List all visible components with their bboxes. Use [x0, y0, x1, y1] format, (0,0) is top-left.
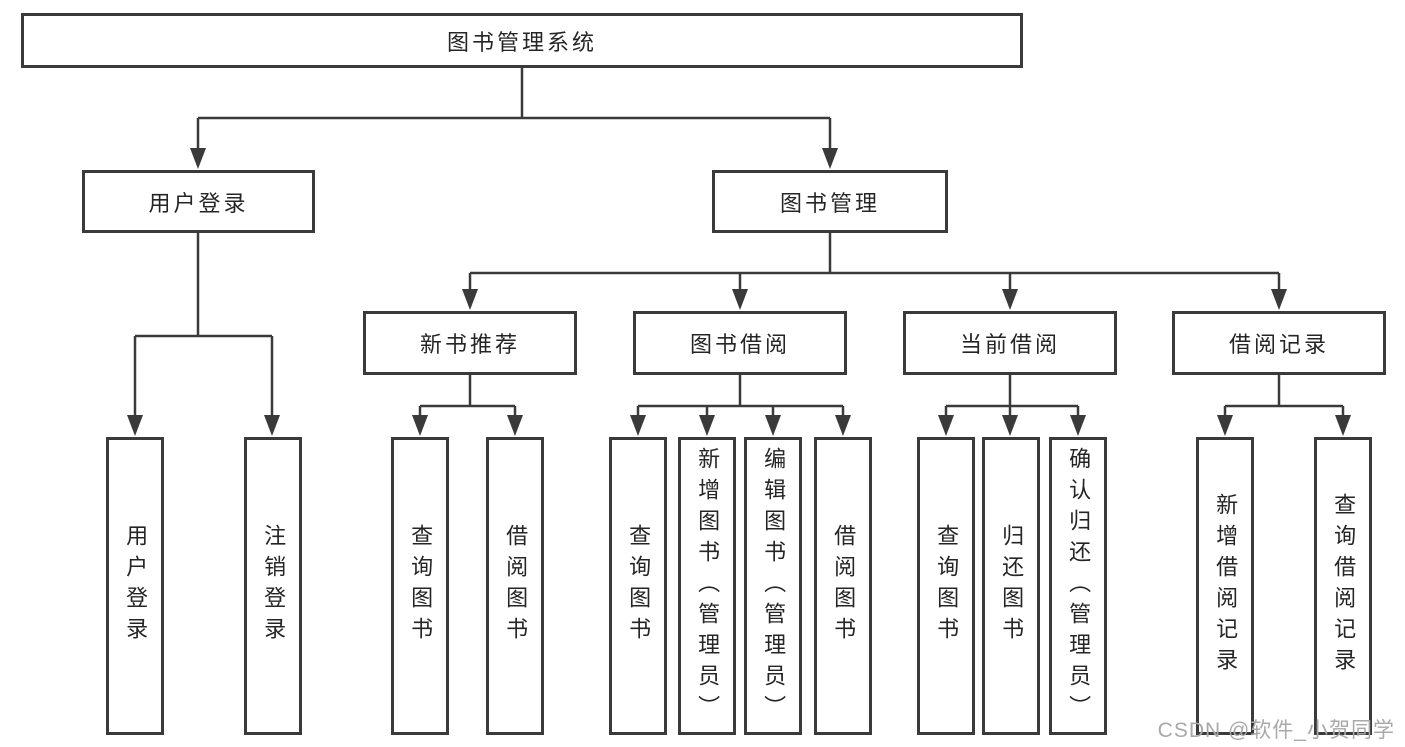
leaf-borrow-books-borrow: 借阅图书 [814, 437, 872, 735]
leaf-query-books-borrow: 查询图书 [609, 437, 667, 735]
node-label: 图书借阅 [689, 332, 790, 357]
leaf-label: 查询图书 [626, 524, 652, 648]
leaf-label: 查询图书 [934, 524, 960, 648]
leaf-query-borrow-record: 查询借阅记录 [1314, 437, 1372, 735]
node-user-login: 用户登录 [82, 170, 315, 233]
node-current-borrowing: 当前借阅 [903, 311, 1117, 375]
leaf-return-books: 归还图书 [982, 437, 1040, 735]
leaf-label: 编辑图书（管理员） [761, 446, 787, 726]
leaf-user-login: 用户登录 [106, 437, 164, 735]
leaf-label: 归还图书 [999, 524, 1025, 648]
node-label: 新书推荐 [419, 332, 520, 357]
node-label: 当前借阅 [959, 332, 1060, 357]
leaf-edit-book-admin: 编辑图书（管理员） [744, 437, 802, 735]
node-library-management-system: 图书管理系统 [21, 13, 1023, 68]
leaf-label: 查询借阅记录 [1331, 493, 1357, 679]
leaf-label: 确认归还（管理员） [1066, 446, 1092, 726]
leaf-add-book-admin: 新增图书（管理员） [678, 437, 736, 735]
leaf-label: 新增借阅记录 [1213, 493, 1239, 679]
node-book-management: 图书管理 [712, 170, 948, 233]
node-borrowing-records: 借阅记录 [1172, 311, 1386, 375]
leaf-label: 新增图书（管理员） [695, 446, 721, 726]
node-new-book-recommendation: 新书推荐 [363, 311, 577, 375]
leaf-label: 查询图书 [408, 524, 434, 648]
csdn-watermark: CSDN @软件_小贺同学 [1157, 719, 1395, 742]
leaf-label: 注销登录 [261, 524, 287, 648]
node-label: 图书管理系统 [446, 29, 597, 55]
leaf-confirm-return-admin: 确认归还（管理员） [1049, 437, 1107, 735]
node-label: 借阅记录 [1228, 332, 1329, 357]
leaf-query-books-newbook: 查询图书 [391, 437, 449, 735]
node-label: 用户登录 [148, 190, 249, 216]
leaf-label: 借阅图书 [503, 524, 529, 648]
leaf-logout: 注销登录 [244, 437, 302, 735]
leaf-label: 借阅图书 [831, 524, 857, 648]
leaf-add-borrow-record: 新增借阅记录 [1196, 437, 1254, 735]
leaf-label: 用户登录 [123, 524, 149, 648]
node-book-borrowing: 图书借阅 [633, 311, 847, 375]
leaf-borrow-books-newbook: 借阅图书 [486, 437, 544, 735]
node-label: 图书管理 [779, 190, 880, 216]
leaf-query-books-current: 查询图书 [917, 437, 975, 735]
